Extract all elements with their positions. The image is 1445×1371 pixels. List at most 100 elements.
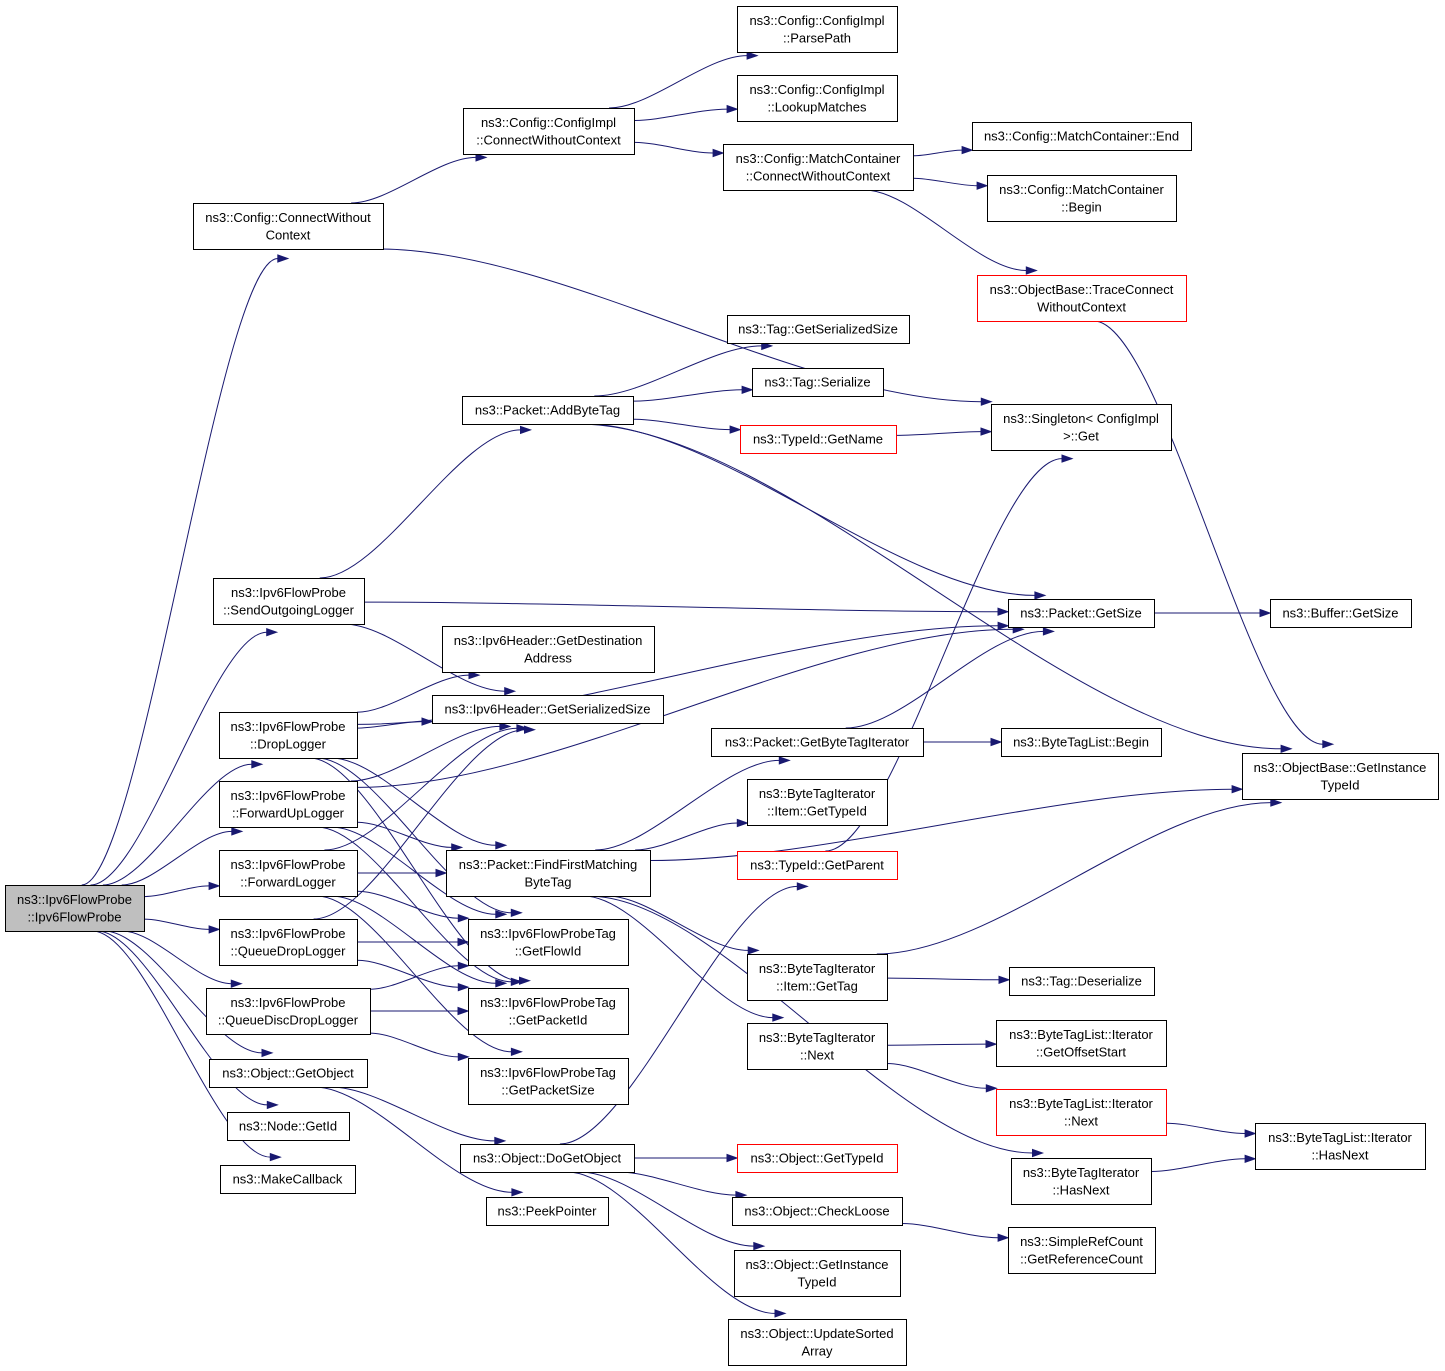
edge-objCheckLoose-to-simpleRef bbox=[901, 1223, 1010, 1242]
node-typeIdGetParent[interactable]: ns3::TypeId::GetParent bbox=[737, 851, 898, 880]
node-box bbox=[468, 988, 629, 1035]
node-box bbox=[747, 779, 888, 826]
node-label: ::ForwardLogger bbox=[240, 874, 336, 889]
edge-qDrop-to-tagGetPacketId bbox=[356, 959, 470, 992]
node-sendOut[interactable]: ns3::Ipv6FlowProbe::SendOutgoingLogger bbox=[213, 578, 365, 625]
node-label: ns3::Object::DoGetObject bbox=[473, 1151, 622, 1166]
node-addByteTag[interactable]: ns3::Packet::AddByteTag bbox=[462, 396, 634, 425]
node-mcBegin[interactable]: ns3::Config::MatchContainer::Begin bbox=[987, 175, 1177, 222]
node-btlItNext[interactable]: ns3::ByteTagList::Iterator::Next bbox=[996, 1089, 1167, 1136]
node-btiNext[interactable]: ns3::ByteTagIterator::Next bbox=[747, 1023, 888, 1070]
node-fwdUp[interactable]: ns3::Ipv6FlowProbe::ForwardUpLogger bbox=[219, 781, 358, 828]
node-btiItemGetTypeId[interactable]: ns3::ByteTagIterator::Item::GetTypeId bbox=[747, 779, 888, 826]
edge-btiNext-to-btlItNext bbox=[886, 1063, 998, 1093]
node-btiItemGetTag[interactable]: ns3::ByteTagIterator::Item::GetTag bbox=[747, 954, 888, 1001]
edge-objGetObject-to-peekPointer bbox=[314, 1086, 524, 1197]
node-getByteTagIter[interactable]: ns3::Packet::GetByteTagIterator bbox=[711, 728, 924, 757]
node-simpleRef[interactable]: ns3::SimpleRefCount::GetReferenceCount bbox=[1008, 1227, 1156, 1274]
edge-root-to-fwd bbox=[143, 881, 221, 898]
node-box bbox=[219, 919, 358, 966]
node-packetGetSize[interactable]: ns3::Packet::GetSize bbox=[1008, 599, 1155, 628]
node-ciConnect[interactable]: ns3::Config::ConfigImpl::ConnectWithoutC… bbox=[463, 108, 635, 155]
node-box bbox=[193, 203, 384, 250]
edge-qDrop-to-ipv6GetSer bbox=[313, 725, 537, 920]
node-obTrace[interactable]: ns3::ObjectBase::TraceConnectWithoutCont… bbox=[977, 275, 1187, 322]
node-tagGetPacketId[interactable]: ns3::Ipv6FlowProbeTag::GetPacketId bbox=[468, 988, 629, 1035]
node-label: Context bbox=[266, 227, 311, 242]
node-btiHasNext[interactable]: ns3::ByteTagIterator::HasNext bbox=[1011, 1158, 1152, 1205]
edge-typeIdGetName-to-singletonGet bbox=[895, 427, 993, 436]
node-label: ::HasNext bbox=[1052, 1182, 1109, 1197]
node-label: ns3::Ipv6FlowProbe bbox=[231, 585, 346, 600]
node-label: ByteTag bbox=[525, 874, 572, 889]
edge-dropLogger-to-findFirst bbox=[331, 757, 508, 850]
node-label: Address bbox=[524, 650, 572, 665]
node-nodeGetId[interactable]: ns3::Node::GetId bbox=[227, 1112, 350, 1141]
node-objCheckLoose[interactable]: ns3::Object::CheckLoose bbox=[732, 1197, 903, 1226]
node-dropLogger[interactable]: ns3::Ipv6FlowProbe::DropLogger bbox=[219, 712, 358, 759]
node-fwd[interactable]: ns3::Ipv6FlowProbe::ForwardLogger bbox=[219, 850, 358, 897]
edge-root-to-sendOut bbox=[90, 627, 279, 886]
node-objGetObject[interactable]: ns3::Object::GetObject bbox=[209, 1059, 368, 1088]
node-mcConnect[interactable]: ns3::Config::MatchContainer::ConnectWith… bbox=[723, 144, 914, 191]
node-doGetObject[interactable]: ns3::Object::DoGetObject bbox=[460, 1144, 635, 1173]
node-label: ::GetReferenceCount bbox=[1020, 1251, 1143, 1266]
node-label: ns3::Config::MatchContainer bbox=[736, 151, 901, 166]
node-qDrop[interactable]: ns3::Ipv6FlowProbe::QueueDropLogger bbox=[219, 919, 358, 966]
node-ciLookup[interactable]: ns3::Config::ConfigImpl::LookupMatches bbox=[737, 75, 898, 122]
node-makeCallback[interactable]: ns3::MakeCallback bbox=[220, 1165, 356, 1194]
edge-obTrace-to-obGetInstance bbox=[1093, 320, 1335, 749]
edge-fwdUp-to-tagGetPacketId bbox=[316, 826, 523, 987]
node-peekPointer[interactable]: ns3::PeekPointer bbox=[486, 1197, 609, 1226]
edge-doGetObject-to-objGetTypeId bbox=[634, 1153, 739, 1163]
node-box bbox=[462, 396, 634, 425]
node-tagSerialize[interactable]: ns3::Tag::Serialize bbox=[752, 368, 884, 397]
edge-mcConnect-to-mcEnd bbox=[912, 145, 974, 157]
node-box bbox=[220, 1165, 356, 1194]
node-qdDrop[interactable]: ns3::Ipv6FlowProbe::QueueDiscDropLogger bbox=[206, 988, 371, 1035]
node-mcEnd[interactable]: ns3::Config::MatchContainer::End bbox=[972, 122, 1192, 151]
edge-root-to-qdDrop bbox=[122, 930, 243, 988]
edge-packetGetSize-to-bufferGetSize bbox=[1154, 608, 1272, 618]
node-label: ns3::Tag::Deserialize bbox=[1021, 974, 1142, 989]
node-ipv6GetSer[interactable]: ns3::Ipv6Header::GetSerializedSize bbox=[432, 695, 664, 724]
node-label: ns3::ByteTagList::Begin bbox=[1013, 735, 1149, 750]
node-label: ns3::ByteTagList::Iterator bbox=[1009, 1096, 1153, 1111]
edge-doGetObject-to-objCheckLoose bbox=[618, 1171, 748, 1200]
node-label: ns3::PeekPointer bbox=[497, 1204, 597, 1219]
node-btlItOffset[interactable]: ns3::ByteTagList::Iterator::GetOffsetSta… bbox=[996, 1020, 1167, 1067]
edge-root-to-connectWithout bbox=[81, 254, 290, 886]
node-label: ::LookupMatches bbox=[767, 99, 867, 114]
node-btlBegin[interactable]: ns3::ByteTagList::Begin bbox=[1001, 728, 1162, 757]
edge-root-to-makeCallback bbox=[92, 930, 282, 1162]
node-root[interactable]: ns3::Ipv6FlowProbe::Ipv6FlowProbe bbox=[5, 885, 145, 932]
edge-connectWithout-to-ciConnect bbox=[351, 153, 488, 204]
node-connectWithout[interactable]: ns3::Config::ConnectWithoutContext bbox=[193, 203, 384, 250]
node-tagSerSize[interactable]: ns3::Tag::GetSerializedSize bbox=[727, 315, 910, 344]
node-label: ns3::Ipv6FlowProbeTag bbox=[480, 995, 616, 1010]
node-box bbox=[1008, 1227, 1156, 1274]
node-label: ::DropLogger bbox=[250, 736, 327, 751]
node-box bbox=[711, 728, 924, 757]
node-ciParse[interactable]: ns3::Config::ConfigImpl::ParsePath bbox=[737, 6, 898, 53]
node-tagDeserialize[interactable]: ns3::Tag::Deserialize bbox=[1009, 967, 1155, 996]
node-tagGetFlowId[interactable]: ns3::Ipv6FlowProbeTag::GetFlowId bbox=[468, 919, 629, 966]
node-box bbox=[734, 1250, 901, 1297]
node-objGetTypeId[interactable]: ns3::Object::GetTypeId bbox=[737, 1144, 898, 1173]
node-tagGetPacketSize[interactable]: ns3::Ipv6FlowProbeTag::GetPacketSize bbox=[468, 1058, 629, 1105]
node-box bbox=[1255, 1123, 1426, 1170]
node-box bbox=[996, 1089, 1167, 1136]
node-bufferGetSize[interactable]: ns3::Buffer::GetSize bbox=[1270, 599, 1412, 628]
node-btlItHasNext[interactable]: ns3::ByteTagList::Iterator::HasNext bbox=[1255, 1123, 1426, 1170]
node-typeIdGetName[interactable]: ns3::TypeId::GetName bbox=[740, 425, 897, 454]
node-singletonGet[interactable]: ns3::Singleton< ConfigImpl>::Get bbox=[991, 404, 1172, 451]
node-label: ns3::TypeId::GetName bbox=[753, 432, 883, 447]
node-box bbox=[728, 1319, 907, 1366]
node-box bbox=[460, 1144, 635, 1173]
edge-fwd-to-tagGetPacketId bbox=[331, 895, 508, 988]
